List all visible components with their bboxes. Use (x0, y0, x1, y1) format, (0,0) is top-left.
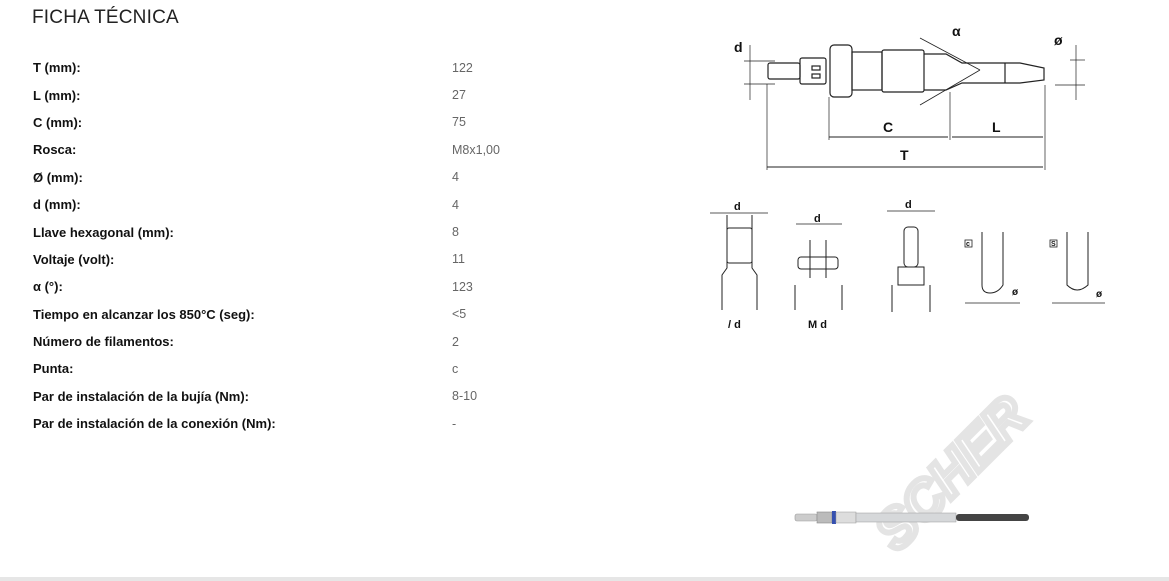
spec-value: 11 (452, 252, 465, 267)
spec-label: Rosca: (33, 142, 77, 158)
tip-c-label: c (966, 241, 970, 248)
spec-row: Par de instalación de la conexión (Nm): - (33, 410, 593, 437)
spec-label: Ø (mm): (33, 169, 83, 185)
spec-row: Par de instalación de la bujía (Nm): 8-10 (33, 383, 593, 410)
spec-row: Ø (mm): 4 (33, 164, 593, 191)
conn2-d-label: d (814, 213, 821, 225)
spec-value: 122 (452, 60, 473, 75)
glow-plug-dimension-diagram: d α ø C L T d d d / d M d ø ø c S (710, 23, 1105, 331)
spec-label: Par de instalación de la bujía (Nm): (33, 388, 249, 404)
spec-row: α (°): 123 (33, 273, 593, 300)
spec-value: 4 (452, 170, 459, 185)
page-title: FICHA TÉCNICA (32, 7, 179, 28)
conn1-label: / d (728, 319, 741, 331)
spec-value: 2 (452, 334, 459, 349)
spec-value: M8x1,00 (452, 142, 500, 157)
spec-value: 75 (452, 115, 466, 130)
spec-value: <5 (452, 307, 467, 322)
spec-value: 123 (452, 279, 473, 294)
spec-label: d (mm): (33, 197, 81, 213)
spec-label: Punta: (33, 361, 74, 377)
spec-row: Punta: c (33, 355, 593, 382)
spec-row: Rosca: M8x1,00 (33, 136, 593, 163)
spec-row: Tiempo en alcanzar los 850°C (seg): <5 (33, 301, 593, 328)
tip-s-label: S (1051, 241, 1056, 248)
spec-label: Voltaje (volt): (33, 251, 115, 267)
conn2-label: M d (808, 319, 827, 331)
conn3-d-label: d (905, 199, 912, 211)
dim-t-label: T (900, 147, 909, 163)
tip-c-phi: ø (1012, 287, 1019, 298)
dim-phi-label: ø (1054, 32, 1063, 48)
spec-value: 4 (452, 197, 459, 212)
spec-row: Número de filamentos: 2 (33, 328, 593, 355)
spec-value: 27 (452, 88, 466, 103)
fischer-watermark-logo: SCHER (860, 382, 1042, 564)
tip-s-phi: ø (1096, 289, 1103, 300)
dim-alpha-label: α (952, 23, 961, 39)
spec-row: L (mm): 27 (33, 81, 593, 108)
conn1-d-label: d (734, 201, 741, 213)
spec-row: d (mm): 4 (33, 191, 593, 218)
spec-value: - (452, 416, 457, 431)
spec-value: c (452, 361, 459, 376)
spec-value: 8 (452, 225, 459, 240)
spec-label: Tiempo en alcanzar los 850°C (seg): (33, 306, 255, 322)
spec-label: Par de instalación de la conexión (Nm): (33, 416, 276, 432)
spec-label: L (mm): (33, 87, 81, 103)
spec-label: Número de filamentos: (33, 334, 174, 350)
dim-l-label: L (992, 119, 1001, 135)
spec-value: 8-10 (452, 389, 478, 404)
dim-c-label: C (883, 119, 893, 135)
spec-label: T (mm): (33, 60, 81, 76)
spec-row: Llave hexagonal (mm): 8 (33, 218, 593, 245)
spec-row: T (mm): 122 (33, 54, 593, 81)
spec-label: C (mm): (33, 114, 83, 130)
spec-label: Llave hexagonal (mm): (33, 224, 174, 240)
footer-divider (0, 577, 1169, 581)
spec-label: α (°): (33, 279, 63, 295)
spec-row: Voltaje (volt): 11 (33, 246, 593, 273)
svg-text:SCHER: SCHER (863, 385, 1039, 561)
glow-plug-product-image (794, 511, 1029, 524)
spec-row: C (mm): 75 (33, 109, 593, 136)
dim-d-label: d (734, 39, 743, 55)
